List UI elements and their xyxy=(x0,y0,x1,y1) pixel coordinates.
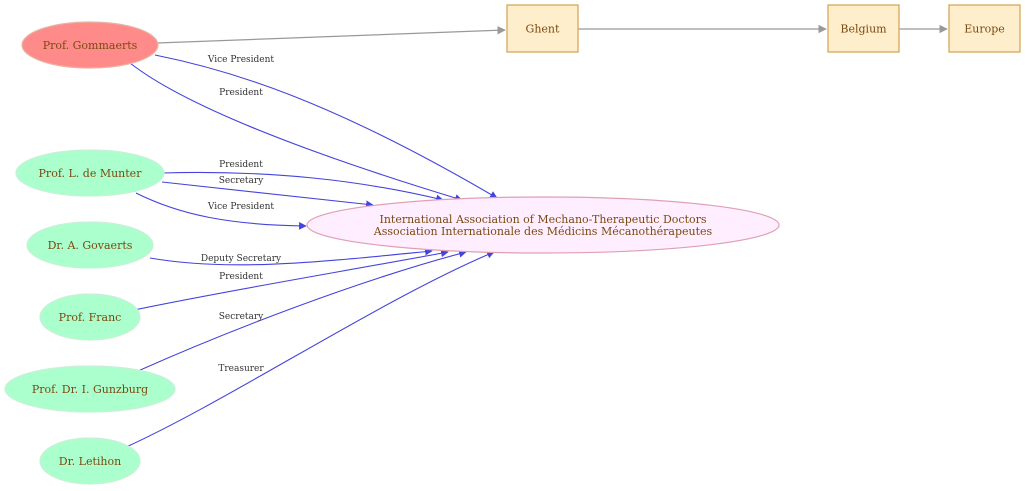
edge-label: Vice President xyxy=(207,55,275,65)
node-gommaerts[interactable]: Prof. Gommaerts xyxy=(21,21,159,69)
node-shape xyxy=(39,437,141,485)
edge-label: President xyxy=(219,88,263,98)
node-munter[interactable]: Prof. L. de Munter xyxy=(15,149,165,197)
edge-label: Treasurer xyxy=(218,364,264,374)
node-franc[interactable]: Prof. Franc xyxy=(39,293,141,341)
edge-label: President xyxy=(219,272,263,282)
node-shape xyxy=(948,4,1021,53)
node-association[interactable]: International Association of Mechano-The… xyxy=(306,196,780,254)
edges-layer xyxy=(123,24,948,449)
edge-franc-to-association-president xyxy=(133,249,449,311)
node-europe[interactable]: Europe xyxy=(948,4,1021,53)
node-shape xyxy=(506,4,579,53)
node-shape xyxy=(21,21,159,69)
edge-gunzburg-to-association-secretary xyxy=(137,250,467,372)
edge-label: Vice President xyxy=(207,202,275,212)
edge-label: Deputy Secretary xyxy=(201,254,282,264)
edge-gommaerts-to-association-vice-president xyxy=(154,54,498,199)
edge-gommaerts-to-ghent xyxy=(156,26,506,44)
edge-govaerts-to-association-deputy-secretary xyxy=(149,247,433,266)
node-label: Dr. A. Govaerts xyxy=(48,239,133,252)
node-belgium[interactable]: Belgium xyxy=(827,4,900,53)
node-label: Prof. Gommaerts xyxy=(43,39,138,52)
edge-letihon-to-association-treasurer xyxy=(123,251,495,449)
node-label: Prof. L. de Munter xyxy=(39,167,143,180)
edge-label: Secretary xyxy=(219,312,264,322)
node-shape xyxy=(26,221,154,269)
edge-label: President xyxy=(219,160,263,170)
node-ghent[interactable]: Ghent xyxy=(506,4,579,53)
node-label-line: International Association of Mechano-The… xyxy=(379,213,706,226)
node-shape xyxy=(4,365,176,413)
node-label-line: Association Internationale des Médicins … xyxy=(373,225,713,238)
edge-munter-to-association-vice-president xyxy=(135,192,307,230)
node-label: Dr. Letihon xyxy=(59,455,121,468)
node-label: Prof. Franc xyxy=(59,311,122,324)
node-govaerts[interactable]: Dr. A. Govaerts xyxy=(26,221,154,269)
node-gunzburg[interactable]: Prof. Dr. I. Gunzburg xyxy=(4,365,176,413)
edge-munter-to-association-secretary xyxy=(161,181,374,209)
node-label: Prof. Dr. I. Gunzburg xyxy=(32,383,148,396)
node-label: Europe xyxy=(964,23,1005,36)
node-shape xyxy=(15,149,165,197)
node-shape xyxy=(306,196,780,254)
edge-munter-to-association-president xyxy=(161,171,444,203)
edge-gommaerts-to-association-president xyxy=(129,62,463,202)
node-letihon[interactable]: Dr. Letihon xyxy=(39,437,141,485)
edge-labels-layer: Vice PresidentPresidentPresidentSecretar… xyxy=(201,55,282,374)
node-label: Belgium xyxy=(840,23,887,36)
node-shape xyxy=(827,4,900,53)
edge-label: Secretary xyxy=(219,176,264,186)
node-label: Ghent xyxy=(526,23,560,36)
node-shape xyxy=(39,293,141,341)
